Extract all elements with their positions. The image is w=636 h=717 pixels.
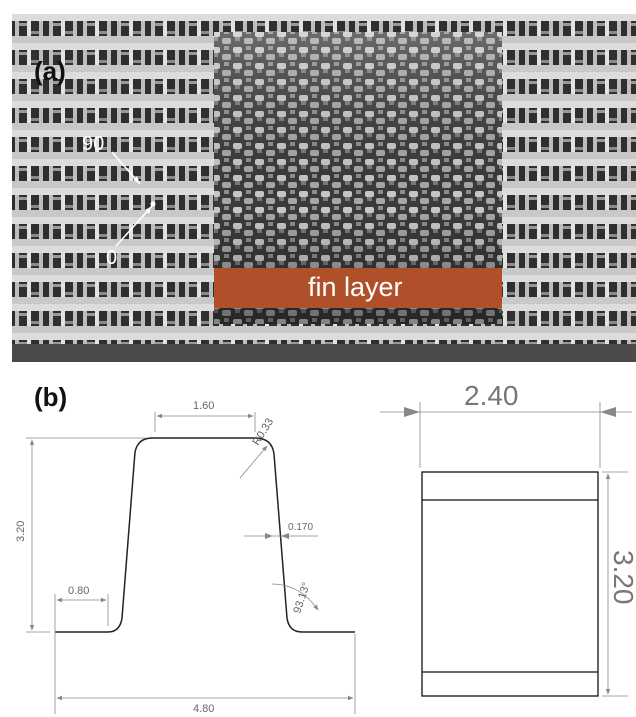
inset-base-plate xyxy=(214,268,502,308)
dim-section-height: 3.20 xyxy=(608,550,636,605)
angle-0-label: 0 xyxy=(106,247,117,269)
dim-angle-arc xyxy=(271,583,319,611)
fin-layer-inset xyxy=(214,32,502,324)
panel-b-label: (b) xyxy=(34,382,67,412)
angle-90-arrowhead xyxy=(133,176,140,184)
angle-0-arrowhead xyxy=(145,206,152,214)
fin-profile-drawing: (b) 1.60 R0.33 3.20 0.170 0.80 93.13° 4.… xyxy=(15,380,636,715)
dim-height: 3.20 xyxy=(15,521,27,542)
dim-top-width: 1.60 xyxy=(193,400,214,412)
dim-thickness: 0.170 xyxy=(288,522,313,533)
dim-pitch: 4.80 xyxy=(193,703,214,715)
angle-90-label: 90 xyxy=(82,133,104,155)
angle-0-arrow xyxy=(115,205,153,247)
dim-section-width: 2.40 xyxy=(464,380,519,411)
dim-foot-width: 0.80 xyxy=(68,585,89,597)
measurement-point xyxy=(150,201,156,207)
fin-layer-caption: fin layer xyxy=(308,272,403,302)
fin-profile-outline xyxy=(55,437,355,633)
dim-radius-leader xyxy=(239,445,268,479)
fin-array-bottom-plate xyxy=(12,344,636,362)
dim-corner-radius: R0.33 xyxy=(250,416,276,447)
dim-angle: 93.13° xyxy=(291,581,312,615)
panel-a-label: (a) xyxy=(34,56,66,86)
section-view-outline xyxy=(421,471,599,697)
fin-layer-photo: (a) 90 0 fin layer xyxy=(12,14,636,362)
